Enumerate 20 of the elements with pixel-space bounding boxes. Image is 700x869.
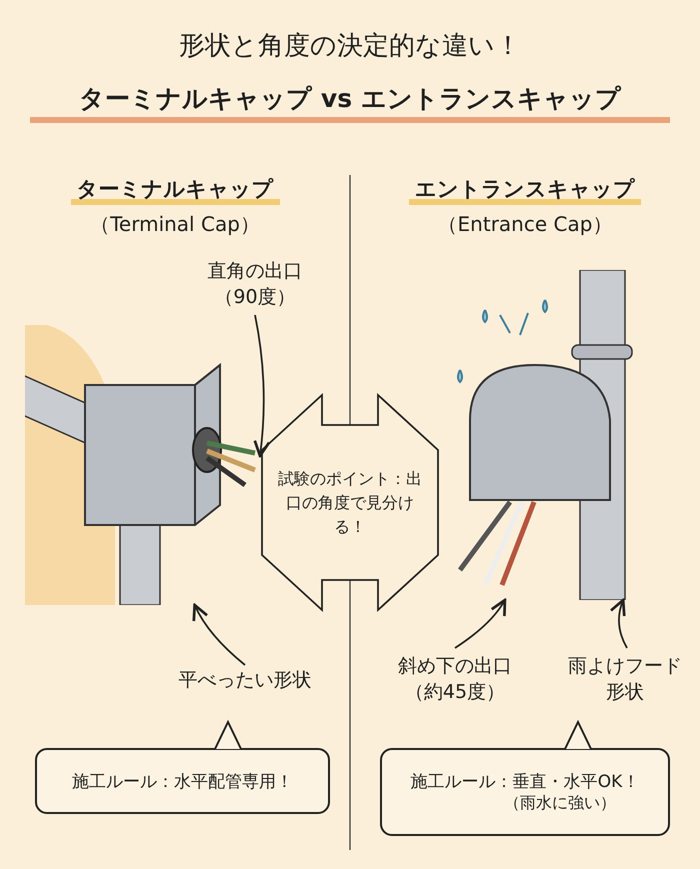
arrow [454, 598, 506, 649]
callout-text: 平べったい形状 [178, 668, 312, 694]
rule-text: 施工ルール：垂直・水平OK！ [410, 771, 640, 793]
double-arrow-shape [262, 395, 438, 610]
speech-bubble [35, 748, 330, 814]
arrow [610, 598, 628, 648]
heading: エントランスキャップ [409, 175, 641, 205]
callout-text: 斜め下の出口（約45度） [397, 654, 513, 705]
subheading: （Terminal Cap） [89, 211, 261, 238]
note-text: （雨水に強い） [504, 793, 616, 814]
subheading: （Entrance Cap） [436, 211, 614, 238]
heading: ターミナルキャップ [70, 175, 280, 205]
point-text: 試験のポイント：出口の角度で見分ける！ [277, 468, 423, 538]
speech-bubble [380, 748, 670, 836]
arrow [192, 604, 246, 666]
callout-text: 直角の出口（90度） [206, 259, 304, 310]
rule-text: 施工ルール：水平配管専用！ [72, 770, 293, 792]
arrow [253, 314, 270, 458]
title: 形状と角度の決定的な違い！ [178, 30, 522, 63]
callout-text: 雨よけフード形状 [567, 654, 683, 705]
